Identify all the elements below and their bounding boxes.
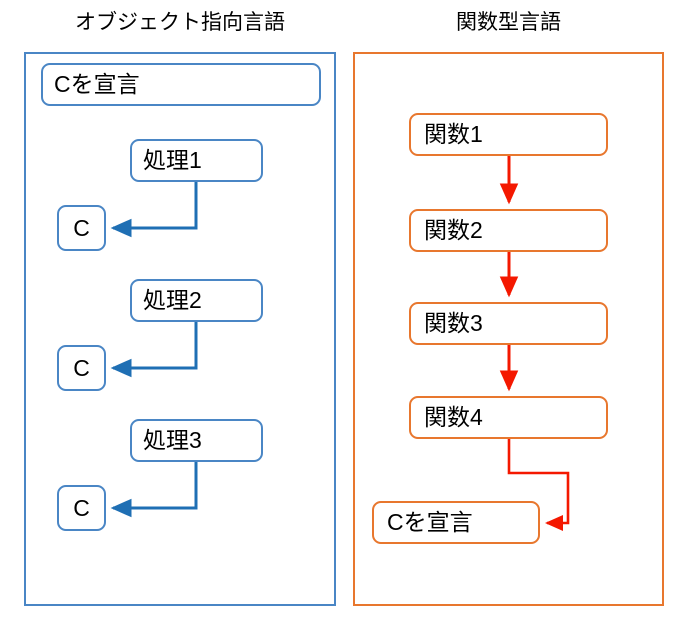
panel-title-functional: 関数型言語 (456, 11, 561, 34)
node-oo-process-2[interactable]: 処理2 (130, 279, 263, 322)
panel-functional (353, 52, 664, 606)
panel-object-oriented (24, 52, 336, 606)
node-fn-declare[interactable]: Cを宣言 (372, 501, 540, 544)
node-oo-object-1[interactable]: C (57, 205, 106, 251)
node-fn-function-3[interactable]: 関数3 (409, 302, 608, 345)
panel-title-object-oriented: オブジェクト指向言語 (75, 11, 285, 34)
node-fn-function-2[interactable]: 関数2 (409, 209, 608, 252)
node-oo-process-3[interactable]: 処理3 (130, 419, 263, 462)
node-oo-declare[interactable]: Cを宣言 (41, 63, 321, 106)
node-fn-function-1[interactable]: 関数1 (409, 113, 608, 156)
node-oo-object-2[interactable]: C (57, 345, 106, 391)
node-oo-object-3[interactable]: C (57, 485, 106, 531)
node-fn-function-4[interactable]: 関数4 (409, 396, 608, 439)
node-oo-process-1[interactable]: 処理1 (130, 139, 263, 182)
